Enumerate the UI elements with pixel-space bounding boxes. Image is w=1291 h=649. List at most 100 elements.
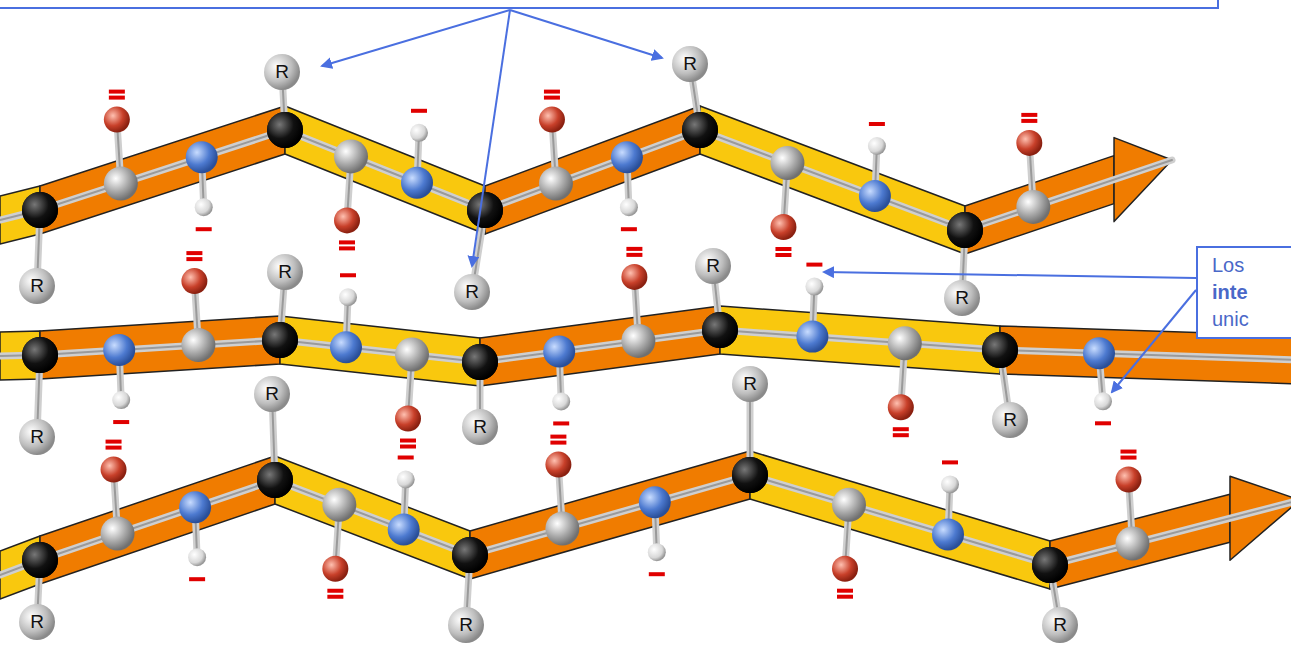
callout-text: Los (1212, 252, 1291, 279)
carbon-atom (545, 512, 579, 546)
oxygen-atom (1116, 467, 1142, 493)
bond-stick-shade (40, 480, 275, 560)
alpha-carbon-atom (682, 112, 718, 148)
oxygen-atom (888, 394, 914, 420)
bond-stick-shade (750, 475, 1050, 565)
carbon-atom (1016, 190, 1050, 224)
side-chain-sphere (267, 254, 303, 290)
side-chain-label: R (265, 60, 299, 84)
charge-mark (649, 572, 665, 576)
hydrogen-atom (648, 543, 666, 561)
alpha-carbon-atom (467, 192, 503, 228)
nitrogen-atom (543, 335, 575, 367)
nitrogen-atom (932, 518, 964, 550)
callout-box: Losinteunic (1196, 246, 1291, 339)
charge-mark (109, 90, 125, 94)
charge-mark (626, 253, 642, 257)
charge-mark (186, 251, 202, 255)
charge-mark (837, 589, 853, 593)
bond-stick (1050, 500, 1291, 565)
alpha-carbon-atom (462, 344, 498, 380)
alpha-carbon-atom (452, 537, 488, 573)
side-chain-label: R (696, 254, 730, 278)
hydrogen-atom (941, 475, 959, 493)
bond-stick-shade (285, 130, 485, 210)
charge-mark (113, 420, 129, 424)
charge-mark (806, 263, 822, 267)
charge-mark (1021, 119, 1037, 123)
side-chain-sphere (944, 280, 980, 316)
alpha-carbon-atom (267, 112, 303, 148)
oxygen-atom (395, 406, 421, 432)
carbon-atom (101, 517, 135, 551)
charge-mark (1121, 456, 1137, 460)
charge-mark (106, 446, 122, 450)
alpha-carbon-atom (22, 192, 58, 228)
side-chain-sphere (19, 268, 55, 304)
oxygen-atom (621, 264, 647, 290)
side-chain-sphere (462, 409, 498, 445)
alpha-carbon-atom (702, 312, 738, 348)
leader-line (322, 10, 510, 66)
leader-line (1112, 290, 1196, 392)
alpha-carbon-atom (452, 537, 488, 573)
alpha-carbon-atom (702, 312, 738, 348)
charge-mark (398, 456, 414, 460)
bond-stick (470, 475, 750, 555)
side-chain-sphere (672, 46, 708, 82)
nitrogen-atom (179, 491, 211, 523)
ribbon-segment (280, 316, 480, 386)
charge-mark (339, 246, 355, 250)
carbon-atom (770, 146, 804, 180)
side-chain-sphere (992, 402, 1028, 438)
side-chain-label: R (463, 415, 497, 439)
charge-mark (893, 427, 909, 431)
charge-mark (553, 421, 569, 425)
nitrogen-atom (611, 141, 643, 173)
carbon-atom (539, 167, 573, 201)
carbon-atom (104, 167, 138, 201)
nitrogen-atom (796, 321, 828, 353)
charge-mark (544, 90, 560, 94)
side-chain-sphere (264, 54, 300, 90)
callout-text: unic (1212, 306, 1291, 333)
alpha-carbon-atom (22, 337, 58, 373)
bond-stick-shade (965, 160, 1172, 230)
oxygen-atom (1016, 130, 1042, 156)
leader-line (510, 10, 662, 58)
charge-mark (339, 240, 355, 244)
bond-stick-shade (480, 330, 720, 362)
oxygen-atom (770, 214, 796, 240)
carbon-atom (181, 328, 215, 362)
alpha-carbon-atom (467, 192, 503, 228)
carbon-atom (322, 488, 356, 522)
charge-mark (1021, 113, 1037, 117)
side-chain-label: R (255, 382, 289, 406)
hydrogen-atom (620, 198, 638, 216)
oxygen-atom (322, 556, 348, 582)
side-chain-label: R (945, 286, 979, 310)
nitrogen-atom (103, 334, 135, 366)
alpha-carbon-atom (22, 337, 58, 373)
nitrogen-atom (639, 486, 671, 518)
hydrogen-atom (195, 198, 213, 216)
bond-stick (700, 130, 965, 230)
leader-lines (0, 0, 1218, 392)
charge-mark (775, 247, 791, 251)
charge-mark (893, 433, 909, 437)
hydrogen-atom (805, 278, 823, 296)
ribbon-segment (700, 106, 965, 254)
carbon-atom (1116, 527, 1150, 561)
oxygen-atom (334, 207, 360, 233)
alpha-carbon-atom (732, 457, 768, 493)
nitrogen-atom (1083, 337, 1115, 369)
charge-mark (550, 435, 566, 439)
hydrogen-atom (410, 124, 428, 142)
ribbon-segment (275, 456, 470, 579)
charge-mark (109, 96, 125, 100)
alpha-carbon-atom (22, 192, 58, 228)
bond-stick-shade (485, 130, 700, 210)
ribbon-segment (750, 451, 1050, 589)
side-chain-label: R (733, 372, 767, 396)
